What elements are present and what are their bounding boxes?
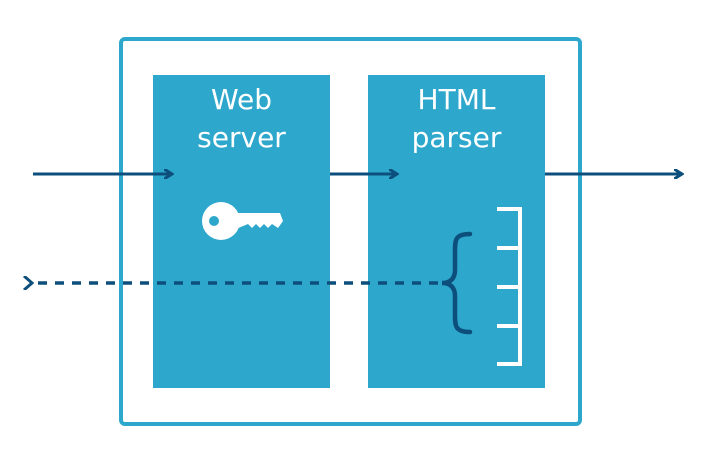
- html-parser-label-line-1: HTML: [417, 83, 496, 116]
- outer-container: [119, 37, 582, 426]
- web-server-label-line-2: server: [197, 121, 286, 154]
- key-icon: [202, 202, 283, 240]
- html-parser-label-line-2: parser: [411, 121, 502, 154]
- html-parser-label: HTML parser: [368, 81, 545, 157]
- bracket-tree-icon: [441, 207, 522, 366]
- web-server-box: [153, 75, 330, 388]
- web-server-label-line-1: Web: [210, 83, 273, 116]
- html-parser-box: [368, 75, 545, 388]
- web-server-label: Web server: [153, 81, 330, 157]
